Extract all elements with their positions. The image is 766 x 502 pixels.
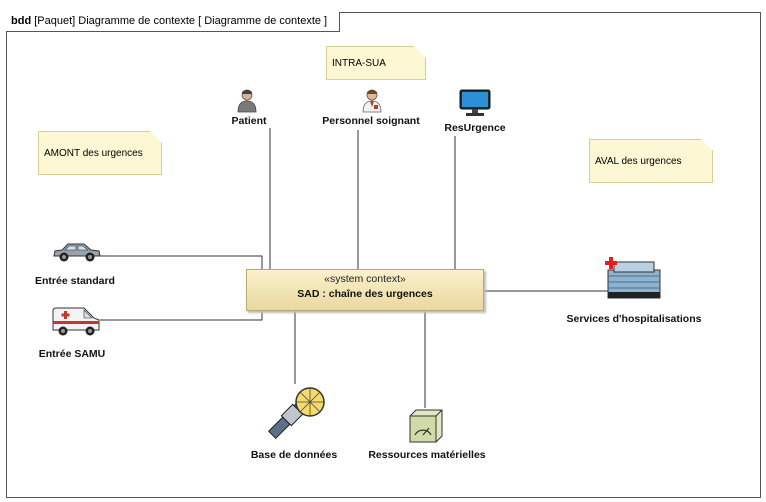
link-entree-samu <box>100 309 263 321</box>
system-name: SAD : chaîne des urgences <box>297 288 433 300</box>
link-entree-standard <box>100 255 263 269</box>
gauge-box-icon <box>409 409 443 443</box>
note-intra-sua: INTRA-SUA <box>326 46 426 80</box>
note-amont: AMONT des urgences <box>38 131 162 175</box>
patient-label: Patient <box>231 115 267 127</box>
doctor-icon <box>362 89 382 113</box>
note-aval: AVAL des urgences <box>589 139 713 183</box>
bdd-label: Base de données <box>250 449 338 461</box>
ressources-label: Ressources matérielles <box>368 449 486 461</box>
system-stereotype: «system context» <box>324 273 406 285</box>
note-aval-text: AVAL des urgences <box>595 155 682 167</box>
note-intra-text: INTRA-SUA <box>332 57 386 69</box>
patient-icon <box>237 89 257 113</box>
frame-title-tab: bdd [Paquet] Diagramme de contexte [ Dia… <box>6 12 341 32</box>
system-context-block[interactable]: «system context» SAD : chaîne des urgenc… <box>246 269 484 311</box>
services-label: Services d'hospitalisations <box>566 313 702 325</box>
satellite-icon <box>267 387 325 440</box>
entree-samu-label: Entrée SAMU <box>38 348 106 360</box>
frame-kind: bdd <box>11 15 32 27</box>
car-icon <box>53 243 101 262</box>
ambulance-icon <box>52 307 100 336</box>
frame-title: [Paquet] Diagramme de contexte [ Diagram… <box>34 15 328 27</box>
personnel-label: Personnel soignant <box>322 115 420 127</box>
entree-standard-label: Entrée standard <box>35 275 115 287</box>
monitor-icon <box>459 89 491 116</box>
diagram-frame <box>6 12 761 498</box>
hospital-icon <box>605 257 661 299</box>
note-amont-text: AMONT des urgences <box>44 147 143 159</box>
resurgence-label: ResUrgence <box>444 122 506 134</box>
